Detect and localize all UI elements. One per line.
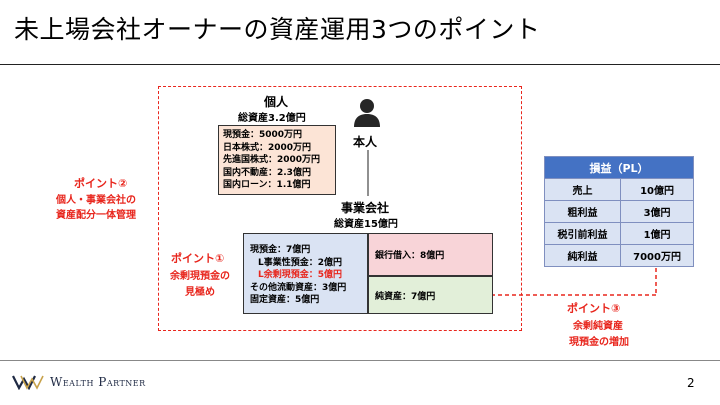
pl-value: 7000万円: [620, 244, 694, 267]
footer-logo: Wealth Partner: [12, 374, 146, 390]
dashed-frame: [158, 86, 522, 331]
company-equity: 純資産：7億円: [375, 292, 436, 302]
individual-asset-item: 国内不動産：2.3億円: [223, 167, 311, 178]
company-asset-item: 固定資産：5億円: [250, 295, 320, 305]
person-icon: [354, 99, 380, 127]
individual-heading: 個人: [264, 95, 289, 109]
point-1-line1: 余剰現預金の: [170, 271, 230, 282]
title-divider: [0, 64, 720, 65]
company-debt-box: 銀行借入：8億円: [368, 233, 493, 276]
point-1-line2: 見極め: [185, 287, 215, 298]
company-asset-item: L事業性預金：2億円: [258, 257, 342, 268]
point-3-title: ポイント③: [567, 302, 621, 315]
individual-asset-item: 先進国株式：2000万円: [223, 155, 321, 165]
wp-logo-icon: [12, 375, 44, 390]
pl-value: 10億円: [620, 178, 694, 201]
individual-asset-item: 国内ローン：1.1億円: [223, 180, 311, 190]
pl-label: 売上: [543, 178, 622, 201]
individual-total: 総資産3.2億円: [238, 113, 306, 124]
individual-asset-item: 現預金：5000万円: [223, 130, 303, 140]
company-heading: 事業会社: [341, 201, 390, 215]
point-2-line2: 資産配分一体管理: [56, 210, 136, 221]
company-assets-box: 現預金：7億円 L事業性預金：2億円 L余剰現預金：5億円 その他流動資産：3億…: [243, 233, 368, 314]
pl-header: 損益（PL）: [544, 156, 694, 179]
company-asset-item: 現預金：7億円: [250, 245, 311, 255]
pl-label: 純利益: [543, 244, 622, 267]
point-3-line2: 現預金の増加: [569, 337, 629, 348]
pl-label: 税引前利益: [543, 222, 622, 245]
point-3-line1: 余剰純資産: [573, 321, 623, 332]
point-2-line1: 個人・事業会社の: [56, 195, 136, 206]
company-total: 総資産15億円: [334, 219, 398, 230]
footer-brand: Wealth Partner: [50, 375, 146, 389]
footer-divider: [0, 360, 720, 361]
pl-value: 1億円: [620, 222, 694, 245]
company-asset-item: その他流動資産：3億円: [250, 282, 347, 293]
pl-label: 粗利益: [543, 200, 622, 223]
company-equity-box: 純資産：7億円: [368, 276, 493, 314]
company-asset-item-highlight: L余剰現預金：5億円: [258, 270, 342, 280]
pl-value: 3億円: [620, 200, 694, 223]
individual-assets-box: 現預金：5000万円 日本株式：2000万円 先進国株式：2000万円 国内不動…: [218, 125, 336, 195]
page-title: 未上場会社オーナーの資産運用3つのポイント: [14, 15, 541, 44]
point-1-title: ポイント①: [171, 252, 225, 265]
individual-asset-item: 日本株式：2000万円: [223, 142, 312, 153]
person-label: 本人: [353, 135, 378, 149]
point-2-title: ポイント②: [74, 177, 128, 190]
company-debt: 銀行借入：8億円: [375, 251, 445, 261]
page-number: 2: [687, 376, 695, 390]
